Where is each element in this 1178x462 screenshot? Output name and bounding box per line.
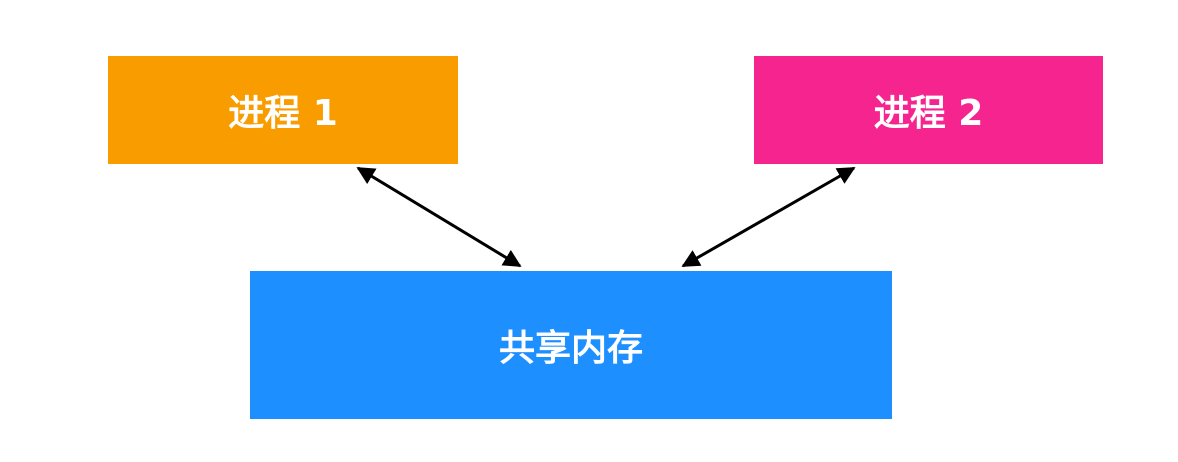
process-2-label: 进程 2 (873, 93, 984, 134)
arrow-process-1-shared-memory (356, 166, 522, 268)
process-1-box: 进程 1 (108, 56, 458, 164)
shared-memory-label: 共享内存 (498, 328, 643, 369)
process-2-box: 进程 2 (754, 56, 1103, 164)
arrow-process-2-shared-memory (681, 166, 856, 268)
shared-memory-box: 共享内存 (250, 271, 892, 419)
process-1-label: 进程 1 (228, 93, 338, 134)
